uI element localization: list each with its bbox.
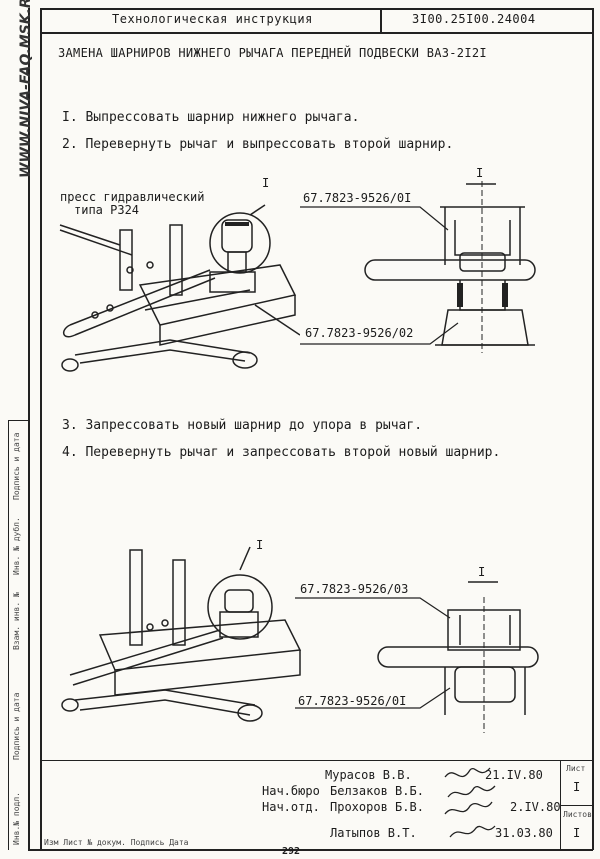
step-3: 3. Запрессовать новый шарнир до упора в … bbox=[62, 418, 423, 433]
sig-name-2: Белзаков В.Б. bbox=[330, 784, 424, 798]
press-illustration-2 bbox=[61, 546, 302, 722]
sheet-mid bbox=[560, 805, 593, 807]
strip-label-2: Подпись и дата bbox=[12, 692, 21, 760]
sig-date-3: 2.IV.80 bbox=[510, 800, 561, 814]
strip-top bbox=[8, 420, 28, 421]
sig-name-3: Прохоров Б.В. bbox=[330, 800, 424, 814]
tool-label-bottom-2: 67.7823-9526/0I bbox=[298, 694, 407, 708]
footer-fields: Изм Лист № докум. Подпись Дата bbox=[44, 838, 189, 847]
tool-label-bottom-1: 67.7823-9526/02 bbox=[305, 326, 414, 340]
frame-right bbox=[592, 8, 594, 850]
sheet-value: I bbox=[573, 780, 581, 794]
callout-2: I bbox=[256, 538, 264, 552]
tool-leader-bottom-2 bbox=[295, 687, 451, 709]
tool-leader-top-1 bbox=[300, 206, 449, 231]
header-divider bbox=[40, 32, 593, 34]
strip-outer bbox=[8, 420, 9, 850]
detail-callout-1: I bbox=[476, 166, 484, 180]
step-2: 2. Перевернуть рычаг и выпрессовать втор… bbox=[62, 137, 454, 152]
header-split bbox=[380, 8, 382, 33]
detail-section-2 bbox=[377, 597, 539, 733]
doc-type: Технологическая инструкция bbox=[112, 12, 313, 26]
sig-top bbox=[40, 760, 593, 762]
sig-name-1: Мурасов В.В. bbox=[325, 768, 412, 782]
frame-left bbox=[28, 8, 30, 850]
sig-role-2: Нач.бюро bbox=[262, 784, 320, 798]
detail-callout-underline-2 bbox=[468, 581, 498, 583]
strip-label-4: Инв. № дубл. bbox=[12, 517, 21, 575]
strip-label-5: Подпись и дата bbox=[12, 432, 21, 500]
tool-label-top-2: 67.7823-9526/03 bbox=[300, 582, 409, 596]
detail-callout-2: I bbox=[478, 565, 486, 579]
press-label-line1: пресс гидравлический bbox=[60, 190, 205, 204]
page-title: ЗАМЕНА ШАРНИРОВ НИЖНЕГО РЫЧАГА ПЕРЕДНЕЙ … bbox=[58, 46, 487, 60]
step-1: I. Выпрессовать шарнир нижнего рычага. bbox=[62, 110, 360, 125]
strip-label-1: Инв.№ подл. bbox=[12, 792, 21, 845]
callout-1: I bbox=[262, 176, 270, 190]
handwritten-signatures bbox=[444, 767, 496, 838]
frame-top bbox=[40, 8, 593, 10]
tool-leader-top-2 bbox=[295, 597, 451, 619]
sig-date-1: 21.IV.80 bbox=[485, 768, 543, 782]
strip-label-3: Взам. инв. № bbox=[12, 592, 21, 650]
sheets-label: Листов bbox=[563, 810, 592, 819]
press-illustration-1 bbox=[59, 204, 300, 372]
frame-left-inner bbox=[40, 8, 42, 850]
tool-leader-bottom-1 bbox=[300, 322, 459, 345]
press-label-line2: типа Р324 bbox=[74, 203, 140, 217]
step-4: 4. Перевернуть рычаг и запрессовать втор… bbox=[62, 445, 501, 460]
sig-name-4: Латыпов В.Т. bbox=[330, 826, 417, 840]
page-number: 292 bbox=[282, 846, 301, 857]
sig-role-3: Нач.отд. bbox=[262, 800, 320, 814]
detail-section-1 bbox=[364, 181, 536, 353]
sheet-label: Лист bbox=[566, 764, 586, 773]
sheets-value: I bbox=[573, 826, 581, 840]
watermark: WWW.NIVA-FAQ.MSK.RU bbox=[18, 0, 34, 178]
sig-date-4: 31.03.80 bbox=[495, 826, 553, 840]
frame-bottom bbox=[28, 849, 593, 851]
doc-number: 3I00.25I00.24004 bbox=[412, 12, 536, 26]
detail-callout-underline-1 bbox=[466, 183, 496, 185]
tool-label-top-1: 67.7823-9526/0I bbox=[303, 191, 412, 205]
